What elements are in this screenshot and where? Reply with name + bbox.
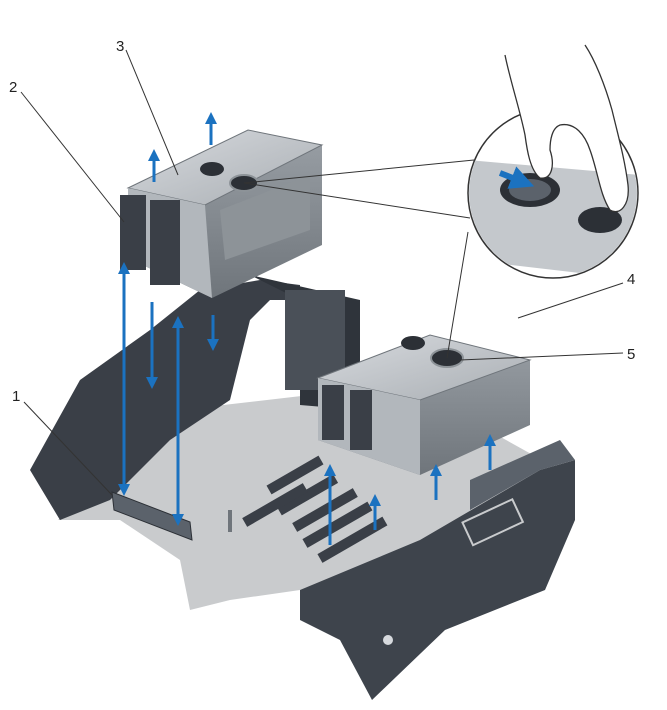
right-wall-top-edge <box>470 440 575 510</box>
zoom-inset <box>243 44 639 359</box>
lift-arrows <box>118 112 496 545</box>
standoff-pin <box>228 510 232 532</box>
right-wall-slot <box>461 497 525 547</box>
callout-2: 2 <box>9 79 17 96</box>
riser-cage-lifted <box>120 129 324 298</box>
pcie-slots <box>242 455 388 563</box>
callout-1: 1 <box>12 388 20 405</box>
callout-4: 4 <box>627 271 635 288</box>
callout-lines <box>20 49 624 496</box>
press-arrow <box>498 166 535 189</box>
callout-5: 5 <box>627 346 635 363</box>
riser-connector-floor <box>111 491 193 541</box>
riser-cage-installed <box>316 334 532 475</box>
callout-3: 3 <box>116 38 124 55</box>
chassis-left-wall <box>30 280 300 520</box>
hand-illustration <box>504 44 629 213</box>
chassis-screw-hole <box>383 635 393 645</box>
chassis-right-wall <box>300 460 575 700</box>
